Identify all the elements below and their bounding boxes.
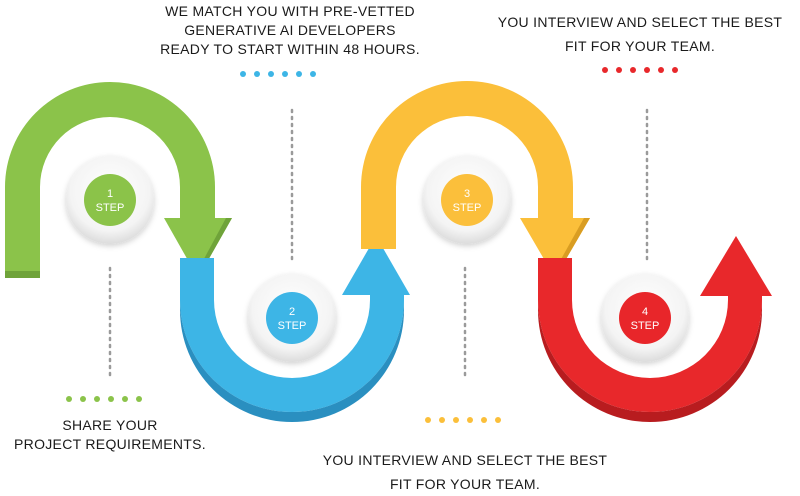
dots-step4 [602, 67, 678, 73]
step-4-badge [601, 274, 689, 362]
step-1-badge [66, 156, 154, 244]
step-2-number: 2 [289, 306, 295, 318]
step-4-label: STEP [631, 320, 660, 332]
dots-step3 [425, 417, 501, 423]
dots-step1 [66, 396, 142, 402]
caption-step2: WE MATCH YOU WITH PRE-VETTED GENERATIVE … [150, 2, 430, 59]
step-2-badge [248, 274, 336, 362]
step-4-number: 4 [642, 306, 648, 318]
caption-step2-line2: GENERATIVE AI DEVELOPERS [184, 22, 396, 38]
blue-arrow [180, 236, 410, 422]
connector-lines [108, 108, 649, 377]
step-3-badge [423, 156, 511, 244]
red-arrow [538, 236, 772, 422]
caption-step3: YOU INTERVIEW AND SELECT THE BEST FIT FO… [305, 448, 625, 496]
caption-step3-line1: YOU INTERVIEW AND SELECT THE BEST [322, 452, 608, 468]
caption-step4-line1: YOU INTERVIEW AND SELECT THE BEST [497, 14, 783, 30]
step-3-label: STEP [453, 202, 482, 214]
caption-step2-line1: WE MATCH YOU WITH PRE-VETTED [165, 3, 415, 19]
dots-step2 [240, 71, 316, 77]
caption-step1-line2: PROJECT REQUIREMENTS. [14, 436, 206, 452]
step-2-label: STEP [278, 320, 307, 332]
step-3-number: 3 [464, 188, 470, 200]
caption-step3-line2: FIT FOR YOUR TEAM. [389, 476, 541, 492]
step-1-number: 1 [107, 188, 113, 200]
caption-step2-line3: READY TO START WITHIN 48 HOURS. [160, 41, 420, 57]
caption-step4-line2: FIT FOR YOUR TEAM. [564, 38, 716, 54]
caption-step4: YOU INTERVIEW AND SELECT THE BEST FIT FO… [480, 10, 800, 58]
caption-step1-line1: SHARE YOUR [62, 417, 158, 433]
step-1-label: STEP [96, 202, 125, 214]
caption-step1: SHARE YOUR PROJECT REQUIREMENTS. [0, 416, 220, 454]
